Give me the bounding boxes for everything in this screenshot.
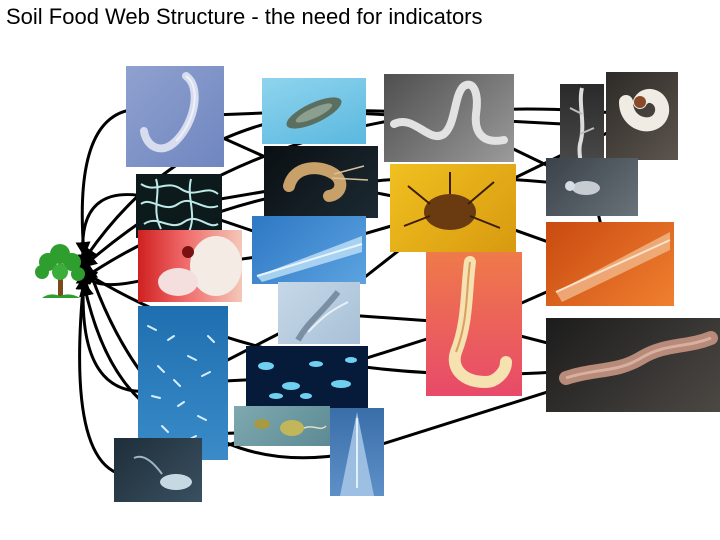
earthworm-photo-icon (559, 331, 718, 385)
bacteria-rods (138, 306, 228, 460)
fungal-hyphae (136, 174, 222, 238)
flagellates (234, 406, 330, 446)
nematode-tail-orange (546, 222, 674, 306)
mite-photo-icon (403, 172, 501, 230)
springtail-photo-icon (565, 181, 600, 195)
colony-photo-icon (158, 236, 242, 296)
earthworm (546, 318, 720, 412)
nematode-head-micrograph-icon (555, 232, 671, 302)
root-micrograph-icon (569, 87, 595, 166)
protozoa-micrograph-icon (295, 290, 349, 342)
tardigrade-micrograph-icon (286, 97, 342, 129)
nematode-mouth (330, 408, 384, 496)
protozoa-micrograph-icon (254, 419, 327, 436)
crustacean-photo-icon (283, 162, 369, 202)
bacteria-micrograph-icon (258, 357, 357, 399)
nematode-head-micrograph-icon (340, 412, 374, 496)
page-title: Soil Food Web Structure - the need for i… (6, 4, 483, 29)
nematode-head-blue (252, 216, 366, 284)
nematode-head-micrograph-icon (256, 236, 363, 282)
nematode-darkfield (384, 74, 514, 162)
beetle-grub (606, 72, 678, 160)
nematode-micrograph-icon (390, 80, 508, 145)
springtail (546, 158, 638, 216)
bacteria-colony (138, 230, 242, 302)
grub-photo-icon (619, 88, 670, 132)
tree-icon (35, 244, 85, 298)
nematode-micrograph-icon (140, 72, 199, 153)
bacteria-micrograph-icon (147, 325, 215, 441)
amphipod (264, 146, 378, 218)
amoeba-micrograph-icon (133, 455, 192, 490)
plant-node (30, 238, 92, 302)
nematode-dic (126, 66, 224, 167)
nematode-micrograph-icon (448, 256, 512, 389)
tardigrade (262, 78, 366, 144)
protozoa (278, 282, 360, 344)
nematode-red (426, 252, 522, 396)
amoeba (114, 438, 202, 502)
root-strand (560, 84, 604, 166)
hyphae-micrograph-icon (140, 178, 219, 235)
bacteria-cells (246, 346, 368, 408)
mite (390, 164, 516, 252)
